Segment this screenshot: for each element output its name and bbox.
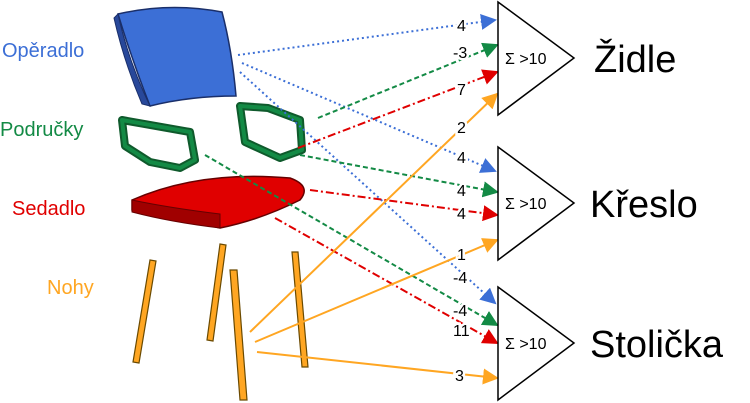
edge-armrests-armchair — [299, 154, 499, 198]
weight-backrest-stool: -4 — [453, 270, 467, 287]
weight-legs-chair: 2 — [457, 120, 466, 137]
neuron-armchair — [497, 145, 576, 262]
neuron-stool — [497, 285, 576, 402]
weight-seat-chair: 7 — [457, 82, 466, 99]
neuron-chair — [497, 0, 576, 117]
armrest-left-image — [118, 116, 199, 172]
weight-legs-stool: 3 — [455, 368, 464, 385]
edge-backrest-stool — [239, 71, 497, 305]
edge-legs-armchair — [254, 238, 499, 343]
edge-seat-stool — [274, 217, 499, 344]
weight-armrests-armchair: 4 — [457, 183, 466, 200]
edge-backrest-chair — [237, 13, 497, 56]
neuron-armchair-threshold: Σ >10 — [505, 196, 547, 213]
weight-armrests-stool: -4 — [453, 303, 467, 320]
output-chair: Židle — [594, 38, 676, 81]
output-armchair: Křeslo — [590, 184, 698, 226]
edge-legs-chair — [249, 92, 499, 333]
seat-image — [131, 175, 305, 229]
edge-armrests-chair — [317, 42, 499, 119]
edge-armrests-stool — [204, 154, 499, 327]
edge-legs-stool — [256, 351, 499, 385]
edge-seat-armchair — [309, 189, 499, 222]
label-seat: Sedadlo — [12, 198, 85, 220]
weight-seat-stool: 11 — [453, 323, 470, 340]
weight-armrests-chair: -3 — [453, 45, 467, 62]
weight-backrest-chair: 4 — [457, 18, 466, 35]
neuron-chair-threshold: Σ >10 — [505, 51, 547, 68]
weight-legs-armchair: 1 — [457, 247, 466, 264]
label-backrest: Opěradlo — [2, 40, 84, 62]
edge-backrest-armchair — [241, 62, 497, 173]
edge-seat-chair — [297, 69, 499, 149]
weight-seat-armchair: 4 — [457, 206, 466, 223]
armrest-right-image — [236, 102, 306, 162]
legs-image — [132, 243, 309, 401]
weight-backrest-armchair: 4 — [457, 150, 466, 167]
output-stool: Stolička — [590, 324, 724, 366]
backrest-image — [113, 6, 237, 107]
label-armrests: Područky — [0, 119, 83, 141]
neuron-stool-threshold: Σ >10 — [505, 336, 547, 353]
label-legs: Nohy — [47, 277, 94, 299]
